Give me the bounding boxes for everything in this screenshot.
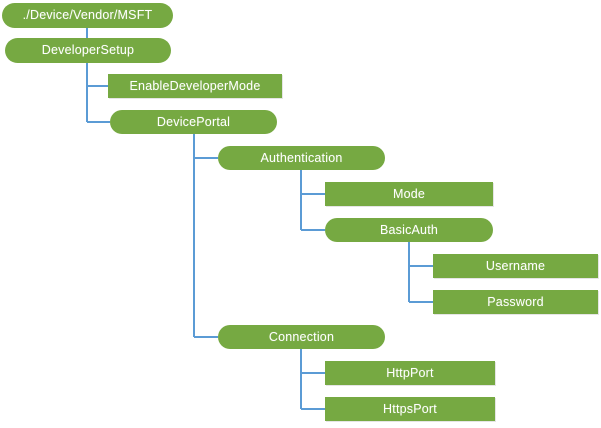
node-username[interactable]: Username (433, 254, 598, 278)
node-root[interactable]: ./Device/Vendor/MSFT (2, 3, 173, 28)
node-deviceportal-label: DevicePortal (156, 114, 231, 129)
node-httpport[interactable]: HttpPort (325, 361, 495, 385)
node-enabledevelopermode-label: EnableDeveloperMode (129, 78, 261, 93)
node-basicauth[interactable]: BasicAuth (325, 218, 493, 242)
node-connection[interactable]: Connection (218, 325, 385, 349)
node-developersetup[interactable]: DeveloperSetup (5, 38, 171, 63)
node-password-label: Password (487, 294, 544, 309)
node-httpsport[interactable]: HttpsPort (325, 397, 495, 421)
node-httpport-label: HttpPort (386, 365, 434, 380)
node-httpsport-label: HttpsPort (383, 401, 437, 416)
node-deviceportal[interactable]: DevicePortal (110, 110, 277, 134)
node-connection-label: Connection (268, 329, 335, 344)
node-username-label: Username (485, 258, 546, 273)
node-password[interactable]: Password (433, 290, 598, 314)
node-root-label: ./Device/Vendor/MSFT (22, 8, 153, 23)
node-authentication[interactable]: Authentication (218, 146, 385, 170)
node-developersetup-label: DeveloperSetup (41, 43, 135, 58)
node-mode-label: Mode (392, 186, 426, 201)
node-mode[interactable]: Mode (325, 182, 493, 206)
node-authentication-label: Authentication (260, 150, 343, 165)
node-basicauth-label: BasicAuth (379, 222, 439, 237)
node-enabledevelopermode[interactable]: EnableDeveloperMode (108, 74, 282, 98)
